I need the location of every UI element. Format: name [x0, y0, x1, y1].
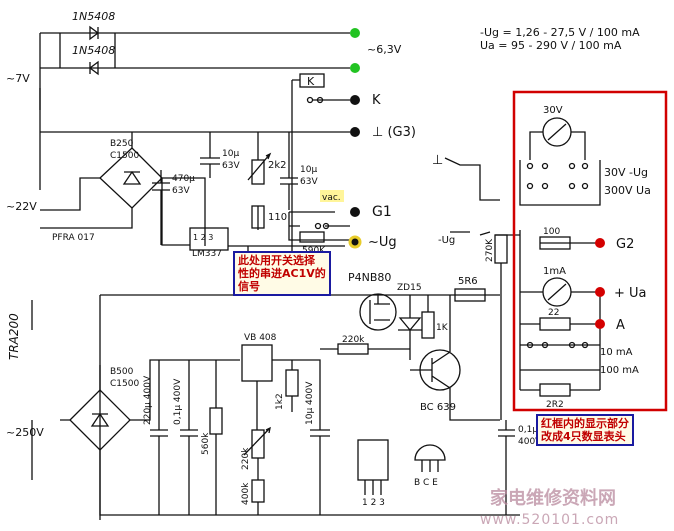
label-bridge2-l1: B500 — [110, 367, 134, 377]
label-r220k: 220k — [342, 335, 365, 345]
label-cap-out-2: 400V — [518, 437, 542, 447]
terminal-6v3-b — [350, 63, 360, 73]
label-cap220: 220µ 400V — [143, 375, 153, 425]
terminal-k — [350, 95, 360, 105]
label-g3: ⊥ (G3) — [372, 125, 416, 140]
label-r2r2: 2R2 — [546, 400, 564, 410]
label-reg-pins: 1 2 3 — [193, 233, 213, 242]
watermark-url: www.520101.com — [480, 512, 620, 528]
label-r10ma: 10 mA — [600, 347, 633, 358]
annotation-left-line3: 信号 — [238, 280, 260, 293]
label-pkg1: 1 2 3 — [362, 498, 385, 508]
label-diode2: 1N5408 — [72, 44, 115, 57]
label-r400: 400k — [241, 482, 251, 505]
annotation-right: 红框内的显示部分 改成4只数显表头 — [536, 414, 634, 446]
label-tra: TRA200 — [7, 313, 21, 360]
label-g1: G1 — [372, 204, 392, 220]
annotation-left-line1: 此处用开关选择 — [238, 254, 315, 267]
label-cap10-1: 10µ — [222, 149, 239, 159]
label-cap-out-1: 0,1µ — [518, 425, 538, 435]
spec-block: -Ug = 1,26 - 27,5 V / 100 mA Ua = 95 - 2… — [480, 26, 640, 52]
terminals — [348, 28, 605, 329]
label-r100: 100 — [543, 227, 560, 237]
label-cap10b-2: 63V — [300, 177, 318, 187]
label-vb: VB 408 — [244, 333, 277, 343]
label-r110: 110 — [268, 212, 287, 223]
annotation-left: 此处用开关选择 性的串进AC1V的 信号 — [233, 251, 331, 296]
label-minus-ug: ~Ug — [368, 235, 397, 250]
label-reg: LM337 — [192, 249, 222, 259]
annotation-left-line2: 性的串进AC1V的 — [238, 267, 326, 280]
terminal-g2 — [595, 238, 605, 248]
spec-line-ug: -Ug = 1,26 - 27,5 V / 100 mA — [480, 26, 640, 39]
annotation-right-line1: 红框内的显示部分 — [541, 417, 629, 430]
label-cap01: 0,1µ 400V — [173, 378, 183, 425]
label-r22: 22 — [548, 308, 559, 318]
label-ac7: ~7V — [6, 72, 30, 85]
label-k: K — [372, 93, 381, 108]
label-vac: vac. — [322, 193, 341, 203]
annotation-right-line2: 改成4只数显表头 — [541, 430, 626, 443]
label-cap10-2: 63V — [222, 161, 240, 171]
label-bridge1-l1: B250 — [110, 139, 134, 149]
label-transistor: BC 639 — [420, 402, 456, 413]
label-ac22: ~22V — [6, 200, 37, 213]
terminal-g3 — [350, 127, 360, 137]
watermark-title: 家电维修资料网 — [490, 488, 616, 509]
terminal-plus-ua — [595, 287, 605, 297]
spec-line-ua: Ua = 95 - 290 V / 100 mA — [480, 39, 622, 52]
label-bridge2-l2: C1500 — [110, 379, 139, 389]
label-cap10c: 10µ 400V — [305, 381, 315, 425]
label-cap470-2: 63V — [172, 186, 190, 196]
label-plus-ua: + Ua — [614, 286, 647, 301]
label-gnd-top: ⊥ — [432, 153, 443, 168]
label-zd: ZD15 — [397, 283, 422, 293]
label-r270k: 270K — [485, 238, 495, 262]
display-section-frame — [512, 90, 668, 412]
terminal-a — [595, 319, 605, 329]
label-meter-ma: 1mA — [543, 266, 566, 277]
terminal-g1 — [350, 207, 360, 217]
label-r100ma: 100 mA — [600, 365, 639, 376]
label-r1k: 1K — [436, 323, 449, 333]
label-pot220: 220k — [241, 447, 251, 470]
label-meter-v: 30V — [543, 105, 563, 116]
label-mosfet: P4NB80 — [348, 271, 391, 284]
label-fuse: PFRA 017 — [52, 233, 95, 243]
label-diode1: 1N5408 — [72, 10, 115, 23]
label-pkg2: B C E — [414, 478, 438, 488]
terminal-6v3-a — [350, 28, 360, 38]
terminal-minus-ug — [348, 235, 362, 249]
label-r5r6: 5R6 — [458, 276, 478, 287]
label-ac63: ~6,3V — [367, 43, 402, 56]
label-r1k2: 1k2 — [275, 393, 285, 410]
label-bridge1-l2: C1500 — [110, 151, 139, 161]
label-pot2k2: 2k2 — [268, 160, 287, 171]
label-relay: K — [307, 75, 315, 88]
label-cap10b-1: 10µ — [300, 165, 317, 175]
label-ac250: ~250V — [6, 426, 44, 439]
label-sel-300v: 300V Ua — [604, 184, 651, 197]
label-g2: G2 — [616, 237, 634, 252]
label-r560: 560k — [201, 432, 211, 455]
label-cap470-1: 470µ — [172, 174, 195, 184]
label-minus-ug2: -Ug — [438, 235, 455, 246]
label-a: A — [616, 318, 625, 333]
label-sel-30v: 30V -Ug — [604, 166, 648, 179]
